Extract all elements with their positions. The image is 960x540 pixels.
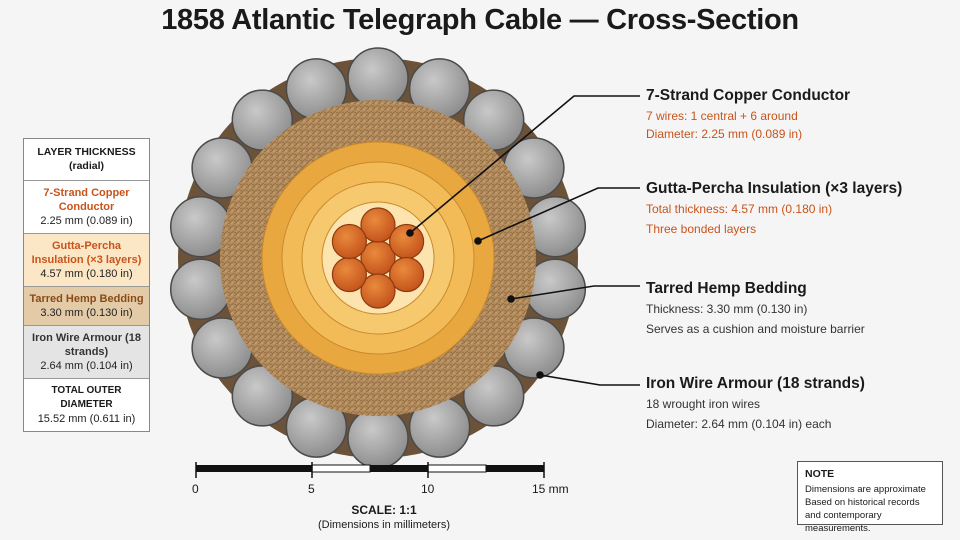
table-row-hemp: Tarred Hemp Bedding 3.30 mm (0.130 in): [24, 287, 149, 326]
scale-segment: [196, 465, 312, 472]
row-name: Iron Wire Armour (18 strands): [32, 332, 141, 358]
copper-strand: [389, 223, 425, 260]
scale-segment: [427, 464, 487, 473]
leader-dot-copper: [406, 229, 414, 237]
scale-label-0: 0: [192, 482, 199, 496]
table-row-total: TOTAL OUTER DIAMETER 15.52 mm (0.611 in): [24, 379, 149, 431]
callout-detail: Total thickness: 4.57 mm (0.180 in): [646, 202, 833, 216]
iron-wire-strand: [462, 89, 525, 151]
note-line: Based on historical records and contempo…: [805, 497, 920, 534]
callout-title: Tarred Hemp Bedding: [646, 280, 807, 297]
callout-title: 7-Strand Copper Conductor: [646, 87, 851, 104]
row-value: 2.25 mm (0.089 in): [40, 215, 133, 227]
row-value: 4.57 mm (0.180 in): [40, 268, 133, 280]
iron-wire-strand: [231, 365, 294, 427]
leader-dot-gutta: [474, 237, 482, 245]
leader-gutta: [477, 187, 640, 242]
callout-title: Gutta-Percha Insulation (×3 layers): [646, 180, 903, 197]
note-title: NOTE: [805, 468, 835, 480]
leader-iron: [539, 374, 640, 386]
copper-strand: [360, 207, 396, 243]
copper-strand: [331, 223, 367, 260]
row-value: 15.52 mm (0.611 in): [37, 413, 136, 425]
scale-title: SCALE: 1:1: [351, 503, 417, 517]
scale-segment: [311, 464, 371, 473]
callout-title: Iron Wire Armour (18 strands): [646, 375, 865, 392]
copper-strand: [389, 256, 425, 293]
scale-label-15: 15 mm: [532, 482, 569, 496]
leader-copper: [409, 95, 640, 234]
iron-wire-strand: [462, 365, 525, 427]
leader-dot-iron: [536, 371, 544, 379]
copper-strand: [331, 256, 367, 293]
callout-hemp-bedding: Tarred Hemp Bedding Thickness: 3.30 mm (…: [646, 279, 946, 339]
iron-wire-armour: [169, 47, 587, 469]
row-name: Gutta-Percha Insulation (×3 layers): [31, 240, 142, 266]
iron-wire-strand: [231, 89, 294, 151]
table-row-gutta-percha: Gutta-Percha Insulation (×3 layers) 4.57…: [24, 234, 149, 287]
callout-iron-armour: Iron Wire Armour (18 strands) 18 wrought…: [646, 374, 946, 434]
row-value: 2.64 mm (0.104 in): [40, 360, 133, 372]
leader-dot-hemp: [507, 295, 515, 303]
row-name: 7-Strand Copper Conductor: [43, 187, 130, 213]
scale-segment: [486, 465, 544, 472]
leader-hemp: [510, 285, 640, 300]
callout-detail: Diameter: 2.25 mm (0.089 in): [646, 127, 803, 141]
row-name: Tarred Hemp Bedding: [29, 293, 144, 305]
callout-detail: Thickness: 3.30 mm (0.130 in): [646, 302, 808, 316]
iron-wire-strand: [347, 407, 409, 469]
row-name: TOTAL OUTER DIAMETER: [51, 385, 122, 410]
scale-segment: [370, 465, 428, 472]
copper-strand: [360, 273, 396, 309]
note-box: NOTE Dimensions are approximate Based on…: [797, 461, 943, 534]
layer-thickness-table: LAYER THICKNESS (radial) 7-Strand Copper…: [23, 138, 150, 432]
table-header: LAYER THICKNESS (radial): [24, 139, 149, 181]
leader-lines: [406, 95, 640, 386]
scale-label-10: 10: [421, 482, 435, 496]
callout-detail: Diameter: 2.64 mm (0.104 in) each: [646, 417, 832, 431]
copper-conductor: [331, 207, 425, 309]
scale-bar: [195, 462, 545, 478]
table-row-copper: 7-Strand Copper Conductor 2.25 mm (0.089…: [24, 181, 149, 234]
callout-detail: 7 wires: 1 central + 6 around: [646, 109, 798, 123]
scale-subtitle: (Dimensions in millimeters): [317, 519, 451, 531]
table-row-iron: Iron Wire Armour (18 strands) 2.64 mm (0…: [24, 326, 149, 379]
page-title: 1858 Atlantic Telegraph Cable — Cross-Se…: [161, 4, 799, 36]
scale-label-5: 5: [308, 482, 315, 496]
iron-wire-strand: [347, 47, 409, 109]
callout-detail: Three bonded layers: [646, 222, 757, 236]
callout-gutta-percha: Gutta-Percha Insulation (×3 layers) Tota…: [646, 179, 946, 239]
callout-copper-conductor: 7-Strand Copper Conductor 7 wires: 1 cen…: [646, 86, 946, 144]
callout-detail: Serves as a cushion and moisture barrier: [646, 322, 865, 336]
row-value: 3.30 mm (0.130 in): [40, 307, 133, 319]
note-line: Dimensions are approximate: [805, 484, 926, 495]
callout-detail: 18 wrought iron wires: [646, 397, 761, 411]
